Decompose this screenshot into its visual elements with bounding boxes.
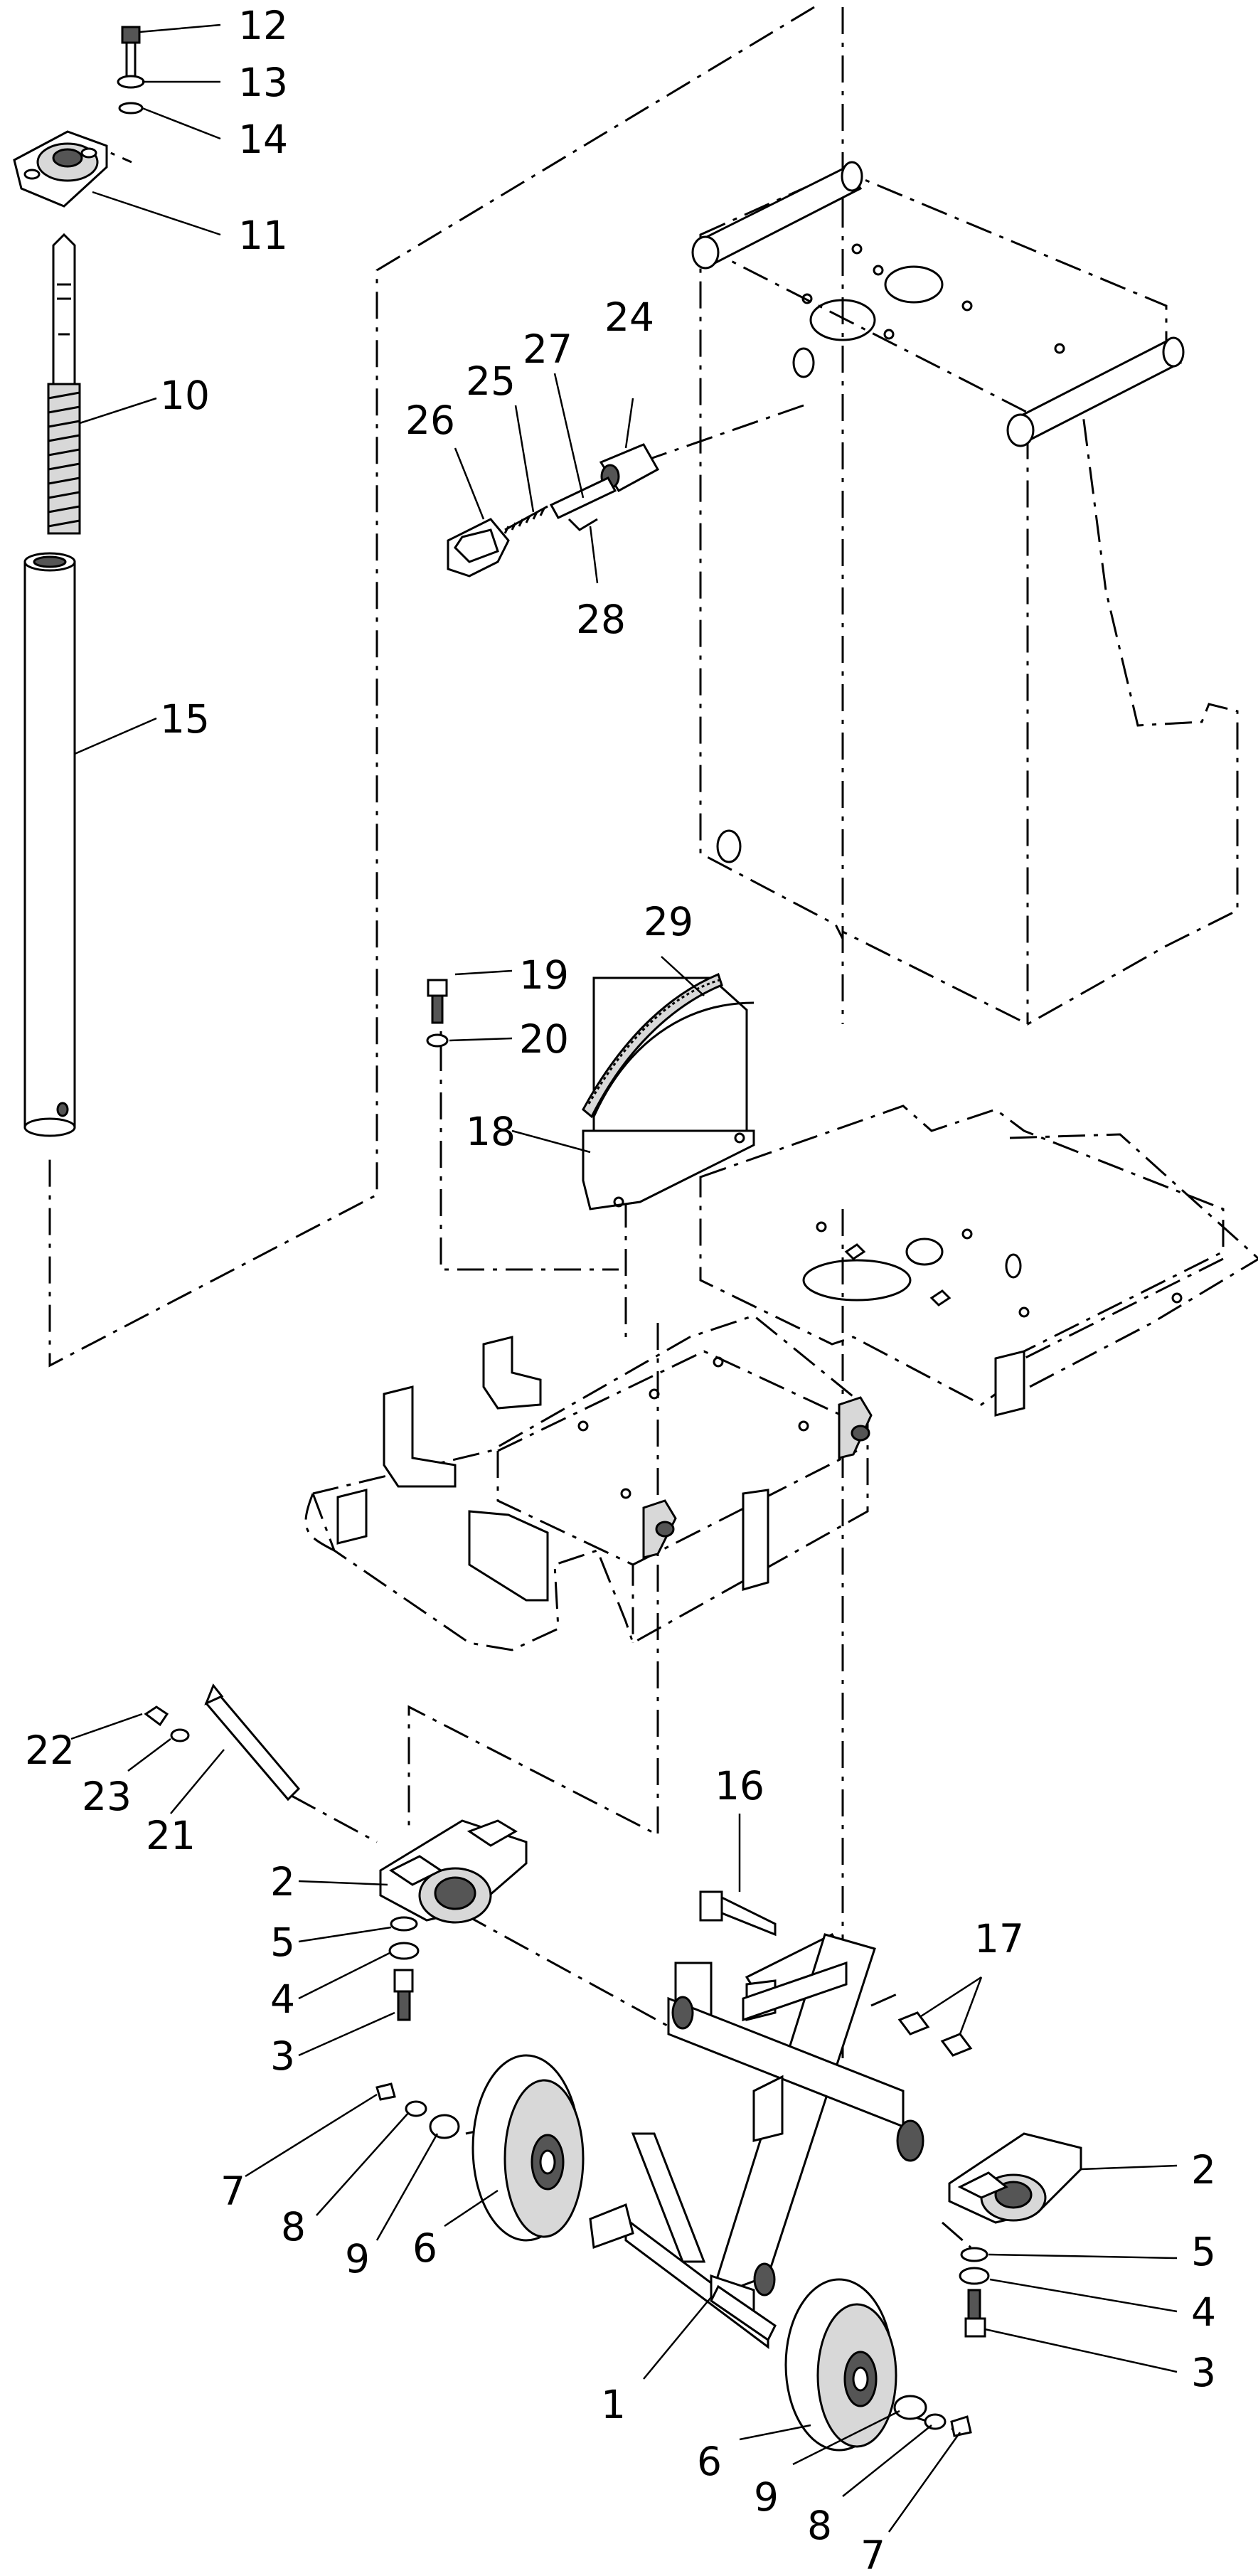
callout-13: 13 [238,60,288,105]
wheel-left [375,2054,585,2242]
callout-3-left: 3 [270,2033,295,2079]
callout-27: 27 [523,326,572,372]
callout-4-left: 4 [270,1976,295,2022]
leader-lines [70,23,1178,2533]
knob-plunger-group [447,443,660,578]
callout-9-left: 9 [345,2236,370,2282]
pin-21-group [144,1683,301,1801]
callout-3-right: 3 [1191,2350,1216,2395]
cover-housing [691,161,1239,1026]
pillow-block-left [379,1819,528,2021]
callout-5-right: 5 [1191,2229,1216,2274]
callout-23: 23 [82,1774,132,1819]
callout-29: 29 [644,899,693,944]
callout-2-right: 2 [1191,2147,1216,2193]
callout-labels: 12 13 14 11 10 15 24 27 25 26 28 29 19 2… [25,3,1216,2576]
callout-6-right: 6 [697,2439,722,2484]
wheel-right [784,2278,972,2452]
callout-8-right: 8 [807,2503,832,2548]
callout-4-right: 4 [1191,2289,1216,2335]
callout-12: 12 [238,3,288,48]
callout-1: 1 [601,2382,626,2427]
callout-8-left: 8 [281,2204,306,2250]
callout-19: 19 [519,952,569,998]
chassis-1 [589,1933,924,2349]
threaded-shaft [47,233,81,535]
callout-9-right: 9 [754,2474,779,2520]
callout-17: 17 [974,1916,1024,1962]
callout-18: 18 [466,1109,516,1154]
flange-bearing-group [13,26,145,208]
callout-15: 15 [160,696,210,742]
bolt-19-washer-20 [426,979,449,1048]
callout-6-left: 6 [412,2225,437,2271]
frame [304,1257,1224,1651]
cover-handle-right [1006,336,1185,447]
callout-25: 25 [466,358,516,404]
callout-26: 26 [405,398,455,443]
callout-14: 14 [238,117,288,162]
callout-10: 10 [160,373,210,418]
tube [23,552,76,1137]
callout-11: 11 [238,213,288,258]
callout-2-left: 2 [270,1859,295,1905]
pillow-block-right [948,2132,1082,2338]
callout-7-left: 7 [220,2168,245,2214]
callout-22: 22 [25,1728,75,1773]
assembly-dash-lines [48,6,971,2434]
callout-5-left: 5 [270,1920,295,1965]
callout-28: 28 [576,597,626,642]
callout-7-right: 7 [860,2533,885,2576]
callout-16: 16 [715,1763,764,1809]
cover-handle-left [691,161,863,270]
base-plate [699,1105,1258,1406]
bolt-16-nuts-17 [699,1890,973,2057]
strip-29 [582,972,723,1119]
callout-21: 21 [146,1813,196,1858]
callout-24: 24 [604,294,654,340]
callout-20: 20 [519,1016,569,1062]
